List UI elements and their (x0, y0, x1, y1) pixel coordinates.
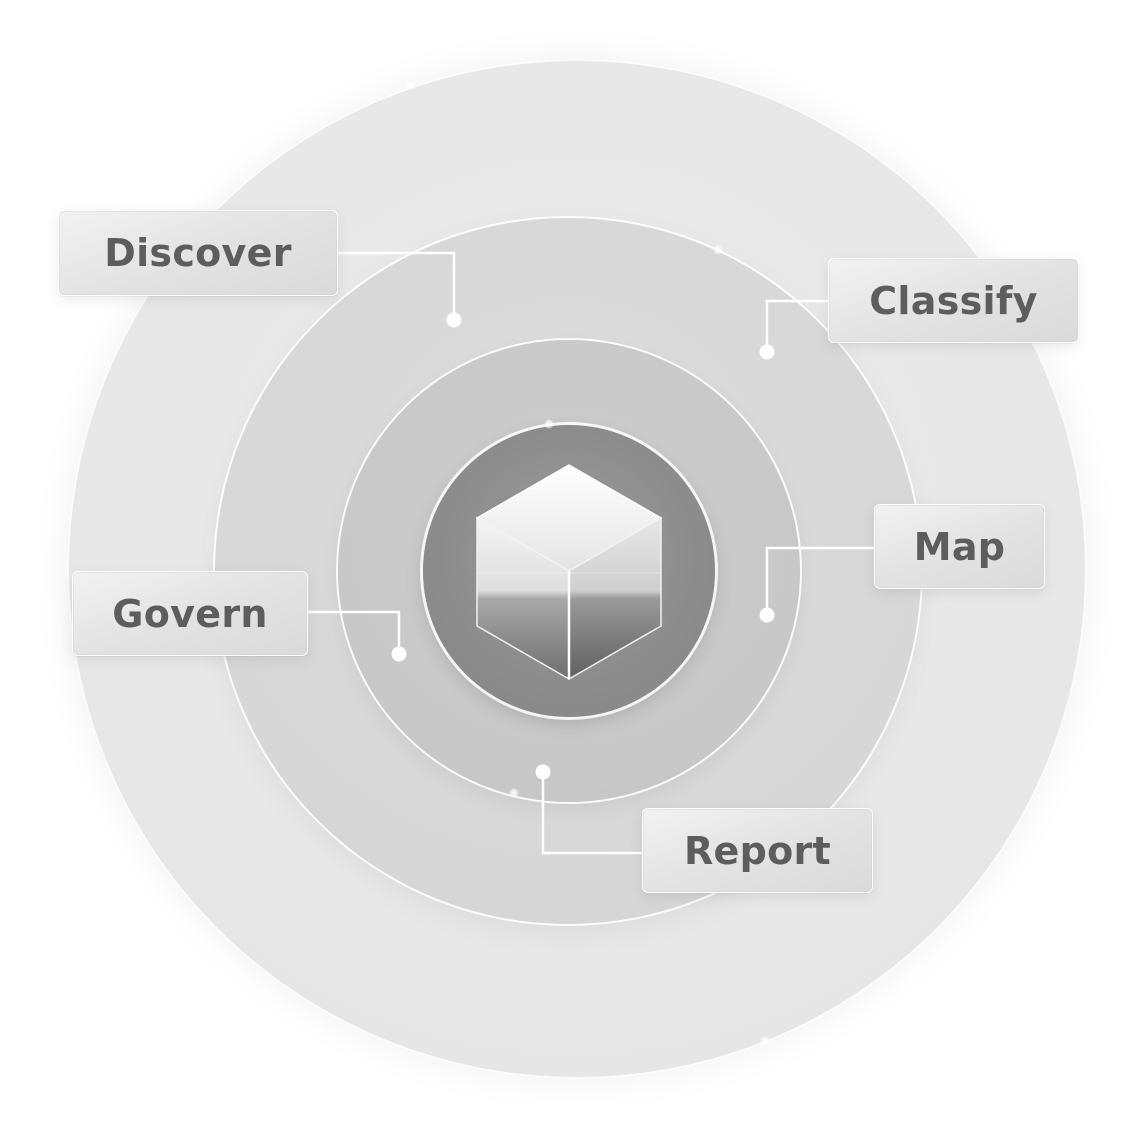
sparkle-icon (544, 419, 554, 429)
connector-classify (765, 299, 830, 354)
anchor-dot (759, 344, 775, 360)
stage-label-text: Classify (869, 278, 1038, 323)
sparkle-icon (760, 1036, 770, 1046)
connector-map (765, 546, 876, 617)
anchor-dot (535, 764, 551, 780)
sparkle-icon (405, 80, 415, 90)
anchor-dot (391, 646, 407, 662)
connector-report (541, 770, 644, 855)
stage-label-text: Govern (112, 591, 268, 636)
sparkle-icon (713, 245, 723, 255)
connector-govern (306, 610, 401, 656)
anchor-dot (446, 312, 462, 328)
connector-discover (336, 251, 456, 322)
stage-label-report: Report (642, 808, 873, 893)
anchor-dot (759, 607, 775, 623)
stage-label-map: Map (874, 504, 1045, 589)
cube-icon (475, 464, 663, 681)
stage-label-text: Discover (104, 231, 292, 275)
stage-label-text: Map (913, 524, 1006, 569)
stage-label-text: Report (683, 828, 832, 873)
stage-label-govern: Govern (72, 571, 308, 656)
stage-label-classify: Classify (828, 258, 1079, 343)
stage-label-discover: Discover (58, 210, 338, 296)
sparkle-icon (509, 788, 519, 798)
